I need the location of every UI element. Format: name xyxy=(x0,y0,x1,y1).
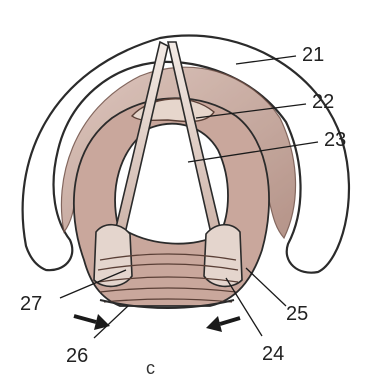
leader-24 xyxy=(226,278,262,336)
left-arytenoid xyxy=(94,225,132,287)
label-25: 25 xyxy=(286,303,308,325)
leader-25 xyxy=(246,268,286,306)
label-27: 27 xyxy=(20,293,42,315)
label-24: 24 xyxy=(262,343,284,365)
label-26: 26 xyxy=(66,345,88,367)
label-21: 21 xyxy=(302,44,324,66)
label-22: 22 xyxy=(312,91,334,113)
right-arrow xyxy=(206,316,240,332)
panel-letter: c xyxy=(146,358,155,378)
right-arytenoid xyxy=(204,225,242,287)
label-23: 23 xyxy=(324,129,346,151)
